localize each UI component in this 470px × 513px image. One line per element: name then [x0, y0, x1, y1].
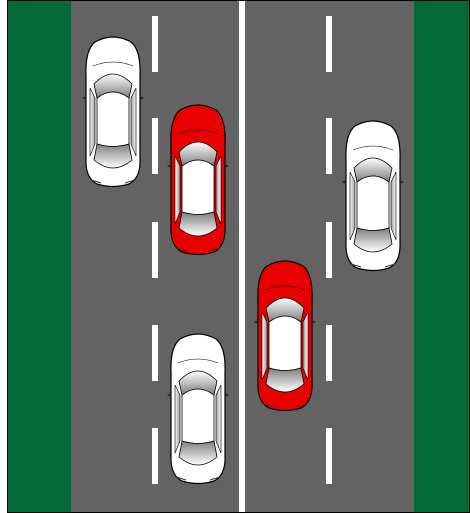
car-white-lane2 [167, 334, 229, 484]
center-line [239, 0, 245, 513]
grass-right [414, 0, 470, 513]
car-red-lane2 [167, 105, 229, 255]
grass-left [7, 0, 71, 513]
car-white-lane4 [342, 121, 404, 271]
car-red-lane3 [254, 261, 316, 411]
car-white-lane1 [82, 37, 144, 187]
